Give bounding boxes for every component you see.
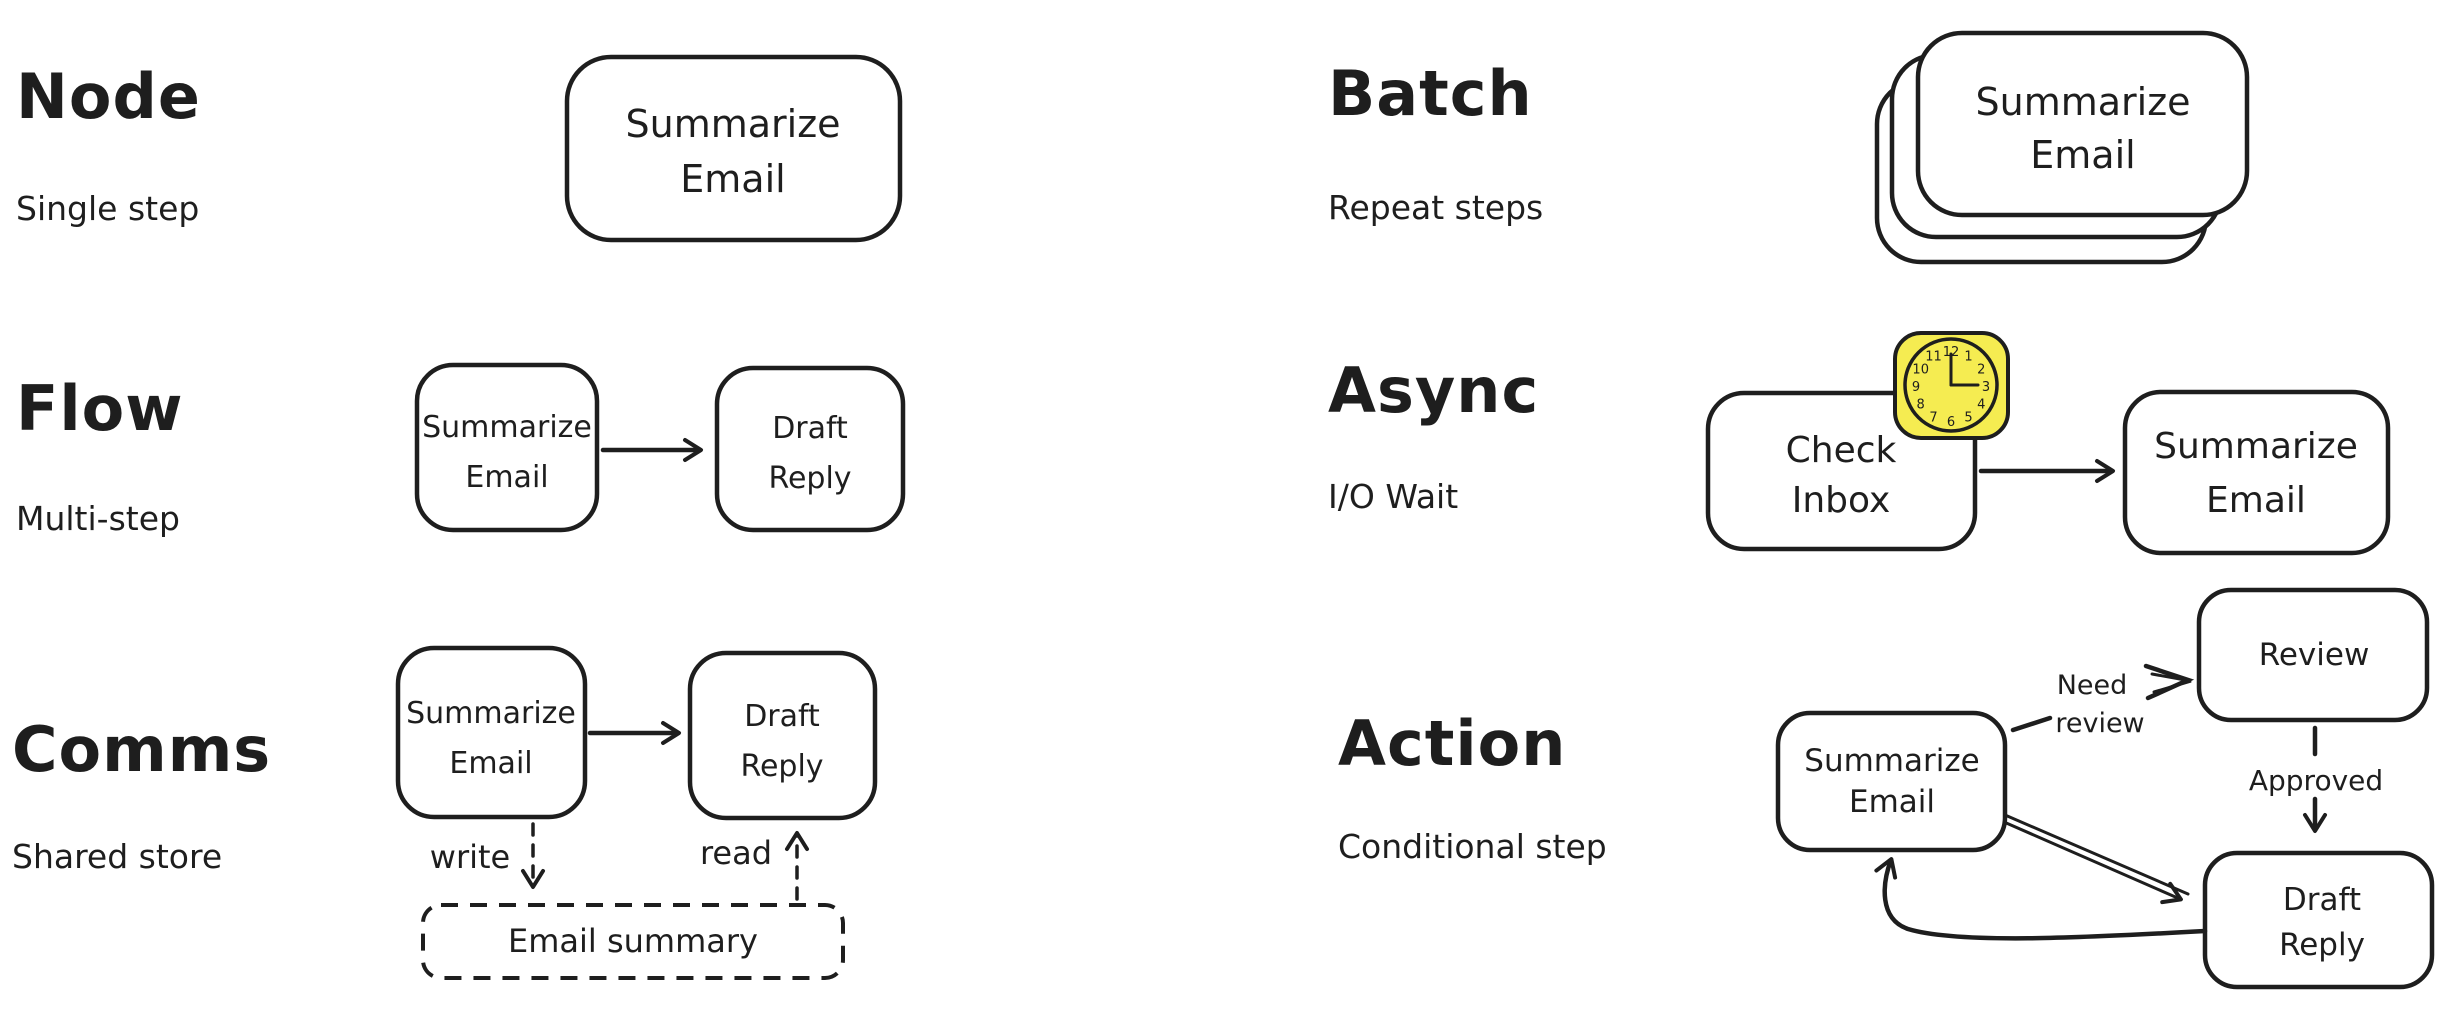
async-card2-label-line1: Summarize xyxy=(2154,426,2358,467)
section-async-title: Async xyxy=(1328,354,1539,427)
comms-store-label: Email summary xyxy=(508,922,758,960)
node-card-label-line1: Summarize xyxy=(625,102,840,146)
comms-card2-label-line2: Reply xyxy=(740,749,823,784)
clock-numeral: 11 xyxy=(1925,350,1942,365)
section-comms-subtitle: Shared store xyxy=(12,837,222,876)
action-draft-label-line1: Draft xyxy=(2283,882,2361,918)
flow-card2-label-line2: Reply xyxy=(768,461,851,496)
comms-card2-box xyxy=(687,650,878,821)
section-flow-title: Flow xyxy=(16,372,183,445)
async-card2-box xyxy=(2122,389,2391,556)
section-flow: Flow Multi-step Summarize Email Draft Re… xyxy=(16,362,906,538)
batch-card-stack: Summarize Email xyxy=(1874,30,2250,265)
section-async-subtitle: I/O Wait xyxy=(1328,477,1458,516)
clock-face xyxy=(1903,337,1999,433)
comms-shared-store: Email summary xyxy=(421,903,845,980)
async-card1-label-line1: Check xyxy=(1786,430,1897,471)
flow-card2-label-line1: Draft xyxy=(772,411,848,446)
action-draft-label-line2: Reply xyxy=(2279,927,2365,963)
flow-card2-box xyxy=(714,365,906,533)
flow-card1-box xyxy=(414,362,600,533)
clock-numeral: 5 xyxy=(1964,410,1972,425)
action-need-review-arrowhead xyxy=(2143,663,2195,701)
action-need-review-label-line1: Need xyxy=(2057,670,2128,701)
clock-numeral: 8 xyxy=(1917,398,1925,413)
section-flow-subtitle: Multi-step xyxy=(16,499,180,538)
action-approved-label: Approved xyxy=(2249,764,2383,797)
comms-write-label: write xyxy=(430,838,510,876)
action-card1-label-line2: Email xyxy=(1849,784,1935,820)
action-need-review-arrowhead-echo xyxy=(2150,672,2192,694)
clock-numeral: 4 xyxy=(1977,398,1985,413)
action-need-review-dash xyxy=(2010,715,2053,733)
comms-card1-label-line1: Summarize xyxy=(406,696,576,731)
action-review-box xyxy=(2196,587,2430,723)
action-card1-label-line1: Summarize xyxy=(1804,743,1979,779)
section-batch-title: Batch xyxy=(1328,57,1533,130)
section-node-subtitle: Single step xyxy=(16,189,199,228)
clock-numeral: 3 xyxy=(1982,380,1990,395)
clock-numeral: 9 xyxy=(1912,380,1920,395)
action-draft-box xyxy=(2202,850,2435,990)
action-card-review: Review xyxy=(2196,587,2430,723)
node-card-label-line2: Email xyxy=(680,157,785,201)
async-card-summarize: Summarize Email xyxy=(2122,389,2391,556)
flow-card-summarize: Summarize Email xyxy=(414,362,600,533)
comms-card2-label-line1: Draft xyxy=(744,699,820,734)
action-diagonal-arrow-line1 xyxy=(2003,813,2190,896)
action-card1-box xyxy=(1775,710,2008,853)
comms-card-summarize: Summarize Email xyxy=(395,645,588,820)
node-card: Summarize Email xyxy=(564,54,903,243)
async-card2-label-line2: Email xyxy=(2206,480,2306,521)
batch-card-label-line1: Summarize xyxy=(1975,80,2190,124)
section-batch-subtitle: Repeat steps xyxy=(1328,188,1543,227)
action-review-label: Review xyxy=(2259,637,2370,673)
comms-card1-box xyxy=(395,645,588,820)
clock-numeral: 7 xyxy=(1929,410,1937,425)
clock-numeral: 2 xyxy=(1977,363,1985,378)
section-action: Action Conditional step Summarize Email … xyxy=(1338,587,2435,990)
action-need-review-label-line2: review xyxy=(2055,708,2144,739)
node-card-box xyxy=(564,54,903,243)
comms-card1-label-line2: Email xyxy=(449,746,532,781)
action-card-summarize: Summarize Email xyxy=(1775,710,2008,853)
flow-card1-label-line1: Summarize xyxy=(422,410,592,445)
comms-card-draft: Draft Reply xyxy=(687,650,878,821)
section-action-subtitle: Conditional step xyxy=(1338,827,1607,866)
section-action-title: Action xyxy=(1338,707,1566,780)
batch-card-label-line2: Email xyxy=(2030,133,2135,177)
clock-numeral: 10 xyxy=(1912,363,1929,378)
section-node-title: Node xyxy=(16,60,201,133)
async-card1-label-line2: Inbox xyxy=(1792,480,1891,521)
section-comms-title: Comms xyxy=(12,713,271,786)
action-diagonal-arrow xyxy=(2002,820,2183,905)
action-loop-arrow xyxy=(1874,857,2208,941)
batch-card-front xyxy=(1915,30,2250,218)
section-node: Node Single step Summarize Email xyxy=(16,54,903,243)
flow-card-draft: Draft Reply xyxy=(714,365,906,533)
section-batch: Batch Repeat steps Summarize Email xyxy=(1328,30,2250,265)
comms-read-label: read xyxy=(700,834,772,872)
section-comms: Comms Shared store Summarize Email Draft… xyxy=(12,645,878,980)
action-card-draft: Draft Reply xyxy=(2202,850,2435,990)
clock-numeral: 1 xyxy=(1964,350,1972,365)
comms-store-box xyxy=(421,903,845,980)
flow-card1-label-line2: Email xyxy=(465,460,548,495)
clock-numeral: 6 xyxy=(1947,415,1955,430)
